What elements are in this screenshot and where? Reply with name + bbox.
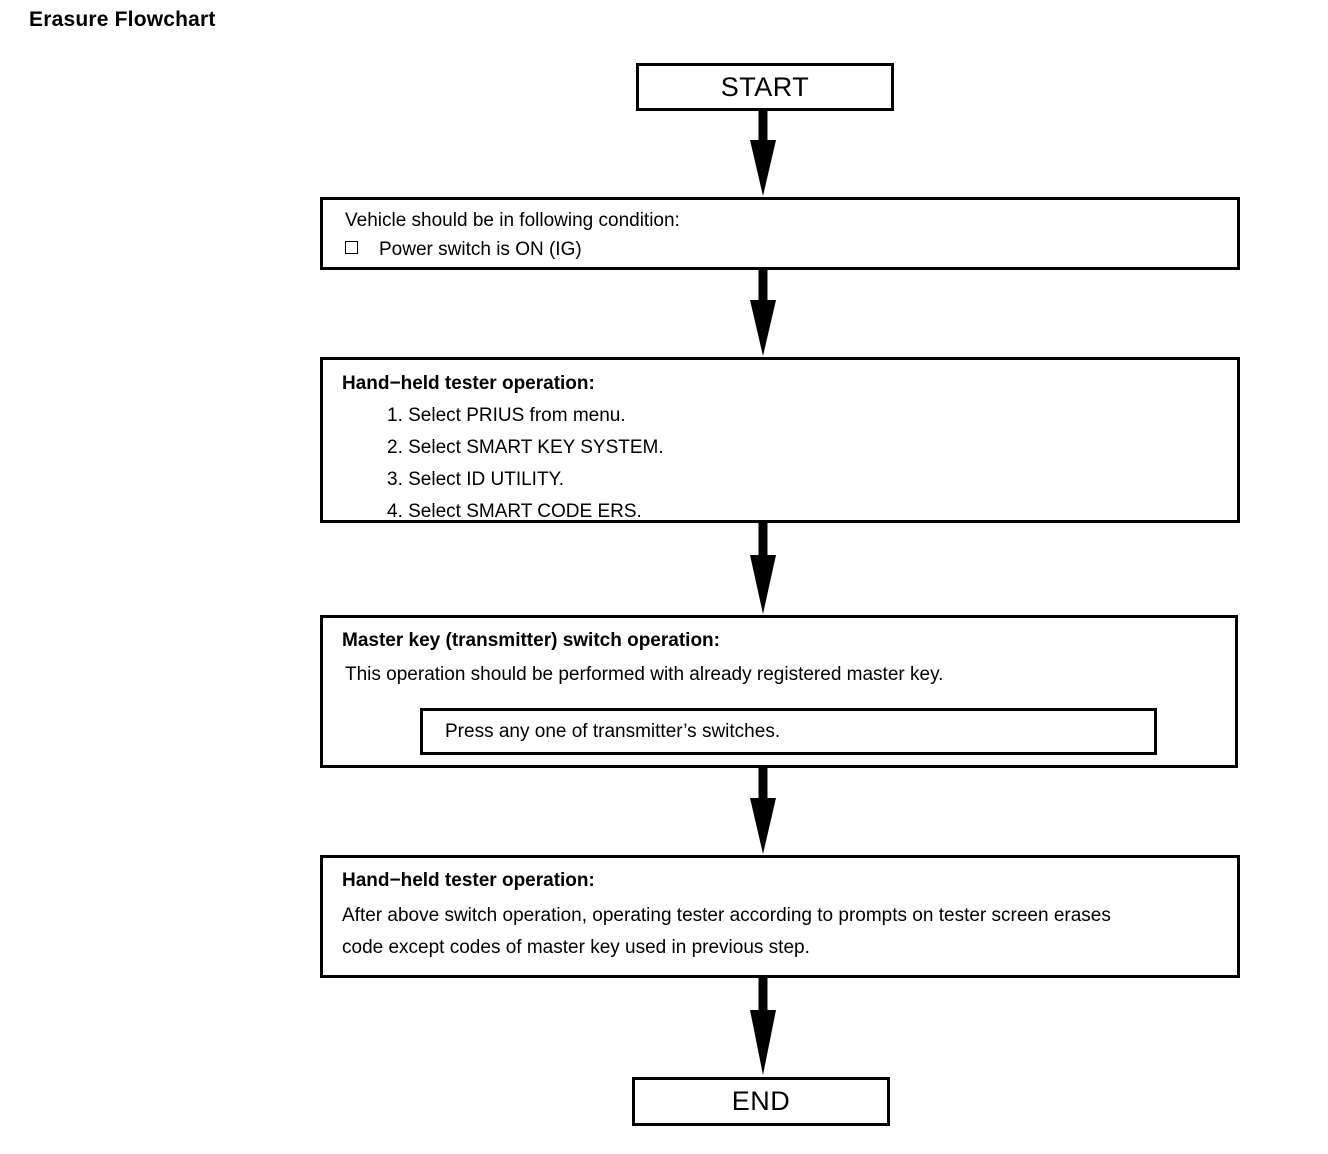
start-node: START	[636, 63, 894, 111]
press-transmitter-switch-text: Press any one of transmitter’s switches.	[445, 720, 781, 742]
vehicle-condition-bullet-row: Power switch is ON (IG)	[345, 239, 582, 261]
down-arrow-icon-5	[745, 978, 781, 1077]
tester-operation-1-step-3: 3. Select ID UTILITY.	[387, 469, 565, 490]
down-arrow-icon-2	[745, 270, 781, 358]
down-arrow-icon-3	[745, 523, 781, 616]
checkbox-icon	[345, 241, 358, 254]
tester-operation-1-step-2: 2. Select SMART KEY SYSTEM.	[387, 437, 664, 458]
vehicle-condition-heading: Vehicle should be in following condition…	[345, 210, 680, 231]
master-key-heading: Master key (transmitter) switch operatio…	[342, 630, 720, 651]
vehicle-condition-bullet-text: Power switch is ON (IG)	[379, 239, 582, 260]
down-arrow-icon-1	[745, 110, 781, 198]
vehicle-condition-box: Vehicle should be in following condition…	[320, 197, 1240, 270]
tester-operation-box-1: Hand−held tester operation: 1. Select PR…	[320, 357, 1240, 523]
start-label: START	[720, 71, 810, 102]
page-title: Erasure Flowchart	[29, 8, 216, 31]
end-node: END	[632, 1077, 890, 1126]
master-key-body: This operation should be performed with …	[345, 664, 944, 685]
tester-operation-2-heading: Hand−held tester operation:	[342, 870, 595, 891]
tester-operation-1-heading: Hand−held tester operation:	[342, 373, 595, 394]
end-label: END	[731, 1086, 791, 1116]
press-transmitter-switch-box: Press any one of transmitter’s switches.	[420, 708, 1157, 755]
tester-operation-box-2: Hand−held tester operation: After above …	[320, 855, 1240, 978]
tester-operation-2-body-line-1: After above switch operation, operating …	[342, 905, 1111, 926]
tester-operation-1-step-4: 4. Select SMART CODE ERS.	[387, 501, 642, 522]
down-arrow-icon-4	[745, 768, 781, 856]
master-key-operation-box: Master key (transmitter) switch operatio…	[320, 615, 1238, 768]
tester-operation-2-body-line-2: code except codes of master key used in …	[342, 937, 810, 958]
tester-operation-1-step-1: 1. Select PRIUS from menu.	[387, 405, 626, 426]
